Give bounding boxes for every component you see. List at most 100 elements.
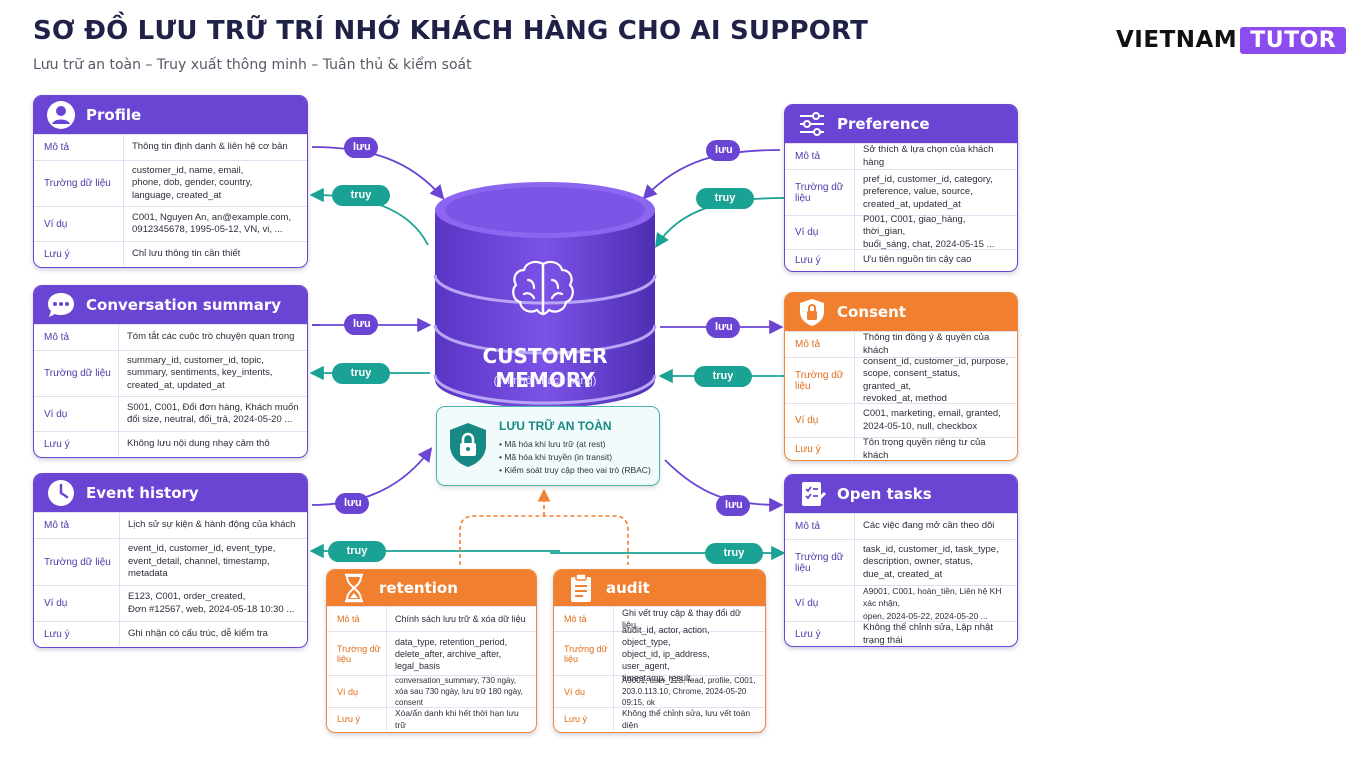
row-key: Trường dữ liệu xyxy=(34,351,119,396)
row-key: Mô tả xyxy=(554,607,614,631)
row-key: Ví dụ xyxy=(554,676,614,707)
label-fetch: truy xuất xyxy=(328,541,386,578)
card-header: Event history xyxy=(34,474,307,512)
row-key: Trường dữ liệu xyxy=(554,632,614,675)
card-header: Open tasks xyxy=(785,475,1017,513)
row-key: Ví dụ xyxy=(34,397,119,431)
brain-icon xyxy=(512,260,574,316)
card-conversation-summary: Conversation summary Mô tả Tóm tắt các cu… xyxy=(33,285,308,458)
row-key: Lưu ý xyxy=(34,242,124,266)
row-key: Mô tả xyxy=(34,513,120,538)
row-value: customer_id, name, email, phone, dob, ge… xyxy=(132,164,253,201)
row-value: Các việc đang mở cần theo dõi xyxy=(863,520,995,532)
clipboard-icon xyxy=(566,573,596,603)
label-store: lưu xyxy=(335,493,369,514)
row-key: Ví dụ xyxy=(34,207,124,241)
row-value: C001, Nguyen An, an@example.com, 0912345… xyxy=(132,211,292,236)
card-title: Event history xyxy=(86,484,199,502)
label-store: lưu xyxy=(344,314,378,335)
card-title: Consent xyxy=(837,303,906,321)
row-value: Lịch sử sự kiện & hành động của khách xyxy=(128,519,296,531)
row-key: Lưu ý xyxy=(785,622,855,646)
card-title: Profile xyxy=(86,106,142,124)
secure-storage-box: LƯU TRỮ AN TOÀN • Mã hóa khi lưu trữ (at… xyxy=(436,406,660,486)
card-profile: Profile Mô tả Thông tin định danh & liên … xyxy=(33,95,308,268)
row-key: Trường dữ liệu xyxy=(34,161,124,206)
row-value: S001, C001, Đổi đơn hàng, Khách muốn đổi… xyxy=(127,401,299,426)
row-value: C001, marketing, email, granted, 2024-05… xyxy=(863,408,1001,432)
row-value: audit_id, actor, action, object_type, ob… xyxy=(622,624,710,683)
label-store: lưu xyxy=(716,495,750,516)
row-value: Xóa/ẩn danh khi hết thời hạn lưu trữ xyxy=(395,707,519,731)
page-subtitle: Lưu trữ an toàn – Truy xuất thông minh –… xyxy=(33,57,472,73)
row-value: consent_id, customer_id, purpose, scope,… xyxy=(863,355,1009,405)
row-value: A9001, user_123, read, profile, C001, 20… xyxy=(622,676,756,707)
row-value: event_id, customer_id, event_type, event… xyxy=(128,543,276,580)
label-store: lưu xyxy=(344,137,378,158)
card-header: retention xyxy=(327,570,536,606)
row-key: Ví dụ xyxy=(785,216,855,249)
label-store: lưu xyxy=(706,140,740,161)
row-key: Mô tả xyxy=(34,135,124,160)
row-value: Chính sách lưu trữ & xóa dữ liệu xyxy=(395,613,526,624)
customer-memory-subtitle: (Trí nhớ khách hàng) xyxy=(493,375,597,387)
card-title: Preference xyxy=(837,115,930,133)
row-value: summary_id, customer_id, topic, summary,… xyxy=(127,354,273,391)
row-key: Trường dữ liệu xyxy=(34,539,120,585)
logo-text-vietnam: VIETNAM xyxy=(1116,27,1238,53)
row-value: Sở thích & lựa chọn của khách hàng xyxy=(863,144,994,168)
row-value: Không thể chỉnh sửa, lưu vết toàn diện xyxy=(622,707,751,731)
row-value: Không thể chỉnh sửa, Lập nhật trạng thái xyxy=(863,622,993,646)
shield-lock-icon xyxy=(450,423,486,467)
row-key: Lưu ý xyxy=(785,438,855,460)
label-fetch: truy xuất xyxy=(332,185,390,222)
card-header: audit xyxy=(554,570,765,606)
lock-icon xyxy=(797,297,827,327)
row-key: Trường dữ liệu xyxy=(785,540,855,585)
label-fetch: truy xuất xyxy=(705,543,763,580)
row-key: Trường dữ liệu xyxy=(785,358,855,403)
row-value: E123, C001, order_created, Đơn #12567, w… xyxy=(128,591,295,615)
card-header: Profile xyxy=(34,96,307,134)
page-title: SƠ ĐỒ LƯU TRỮ TRÍ NHỚ KHÁCH HÀNG CHO AI … xyxy=(33,16,869,46)
card-title: Conversation summary xyxy=(86,296,282,314)
row-key: Ví dụ xyxy=(34,586,120,621)
label-fetch: truy xuất xyxy=(694,366,752,403)
card-title: Open tasks xyxy=(837,485,932,503)
row-value: P001, C001, giao_hàng, thời_gian, buổi_s… xyxy=(863,213,995,250)
row-key: Mô tả xyxy=(34,325,119,350)
row-value: Ghi nhận có cấu trúc, dễ kiểm tra xyxy=(128,627,268,639)
row-key: Ví dụ xyxy=(785,404,855,437)
row-key: Trường dữ liệu xyxy=(785,170,855,215)
card-header: Preference xyxy=(785,105,1017,143)
row-key: Lưu ý xyxy=(554,708,614,730)
label-fetch: truy xuất xyxy=(332,363,390,400)
row-value: Thông tin đồng ý & quyền của khách xyxy=(863,332,990,356)
row-key: Trường dữ liệu xyxy=(327,632,387,675)
row-value: Ưu tiên nguồn tin cậy cao xyxy=(863,254,972,266)
row-key: Ví dụ xyxy=(785,586,855,621)
row-value: Thông tin định danh & liên hệ cơ bản xyxy=(132,141,288,153)
row-key: Mô tả xyxy=(785,514,855,539)
user-icon xyxy=(46,100,76,130)
hourglass-icon xyxy=(339,573,369,603)
row-key: Lưu ý xyxy=(785,250,855,271)
card-header: Conversation summary xyxy=(34,286,307,324)
customer-memory-title: CUSTOMER MEMORY xyxy=(482,344,608,392)
secure-item: • Kiểm soát truy cập theo vai trò (RBAC) xyxy=(499,465,651,475)
row-value: data_type, retention_period, delete_afte… xyxy=(395,636,508,671)
clock-icon xyxy=(46,478,76,508)
row-key: Lưu ý xyxy=(34,432,119,456)
card-event-history: Event history Mô tả Lịch sử sự kiện & hàn… xyxy=(33,473,308,648)
row-value: pref_id, customer_id, category, preferen… xyxy=(863,173,993,210)
row-value: Tóm tắt các cuộc trò chuyện quan trọng xyxy=(127,331,295,343)
row-value: Chỉ lưu thông tin cần thiết xyxy=(132,247,241,259)
row-value: task_id, customer_id, task_type, descrip… xyxy=(863,543,999,580)
row-key: Lưu ý xyxy=(34,622,120,646)
card-header: Consent xyxy=(785,293,1017,331)
row-key: Mô tả xyxy=(785,144,855,169)
row-key: Mô tả xyxy=(785,332,855,357)
card-title: retention xyxy=(379,579,458,597)
card-open-tasks: Open tasks Mô tả Các việc đang mở cần the… xyxy=(784,474,1018,647)
